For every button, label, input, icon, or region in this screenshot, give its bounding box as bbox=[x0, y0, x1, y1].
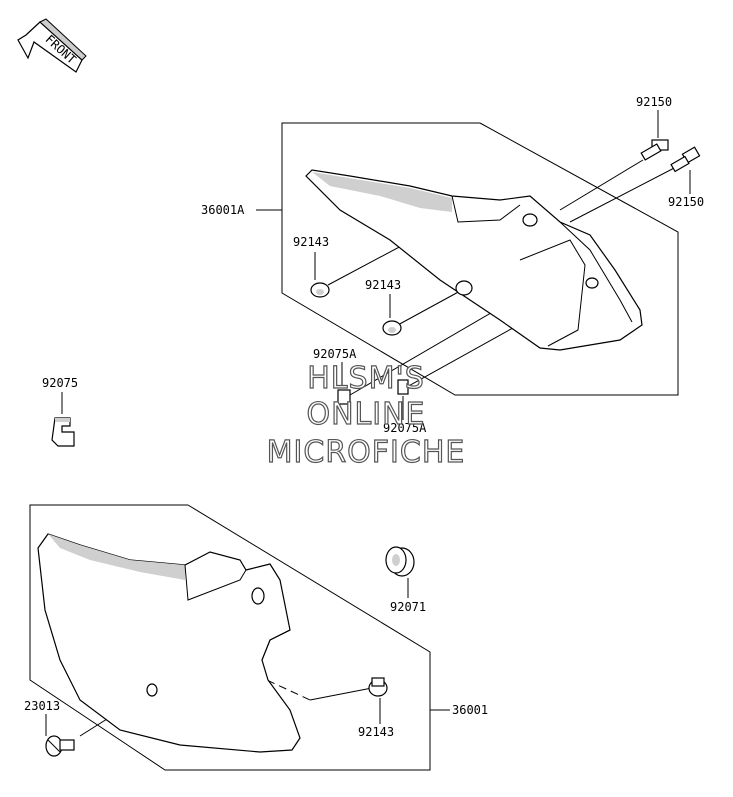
screw-part: 23013 bbox=[24, 699, 75, 757]
collar-lower bbox=[397, 379, 409, 395]
watermark-line-2: ONLINE bbox=[306, 397, 425, 432]
part-label-92075a-upper: 92075A bbox=[313, 347, 357, 361]
damper-lower: 92143 bbox=[358, 677, 394, 739]
collar-upper bbox=[337, 389, 351, 405]
grommet-part: 92071 bbox=[385, 546, 426, 614]
part-label-92143-b: 92143 bbox=[365, 278, 401, 292]
watermark-line-3: MICROFICHE bbox=[267, 435, 466, 470]
damper-upper-b bbox=[382, 320, 402, 336]
part-label-92071: 92071 bbox=[390, 600, 426, 614]
part-label-36001a: 36001A bbox=[201, 203, 245, 217]
part-label-92143-a: 92143 bbox=[293, 235, 329, 249]
watermark: HLSM'S ONLINE MICROFICHE bbox=[266, 360, 466, 470]
side-cover-lower bbox=[37, 533, 301, 753]
watermark-line-1: HLSM'S bbox=[307, 361, 425, 396]
bolt-lower bbox=[670, 146, 701, 173]
part-label-92075: 92075 bbox=[42, 376, 78, 390]
bolt-upper bbox=[640, 139, 669, 161]
part-label-92150-lower: 92150 bbox=[668, 195, 704, 209]
side-cover-upper bbox=[305, 169, 643, 351]
part-label-92143-lower: 92143 bbox=[358, 725, 394, 739]
lower-group: 92071 92143 23013 36001 bbox=[24, 504, 488, 771]
front-arrow-icon: FRONT bbox=[17, 18, 87, 73]
upper-group: 36001A 92150 92150 92143 92143 92075A 92… bbox=[201, 95, 704, 435]
part-label-23013: 23013 bbox=[24, 699, 60, 713]
part-label-92150-upper: 92150 bbox=[636, 95, 672, 109]
clip-part: 92075 bbox=[42, 376, 78, 447]
damper-upper-a bbox=[310, 282, 330, 298]
part-label-36001: 36001 bbox=[452, 703, 488, 717]
part-label-92075a-lower: 92075A bbox=[383, 421, 427, 435]
